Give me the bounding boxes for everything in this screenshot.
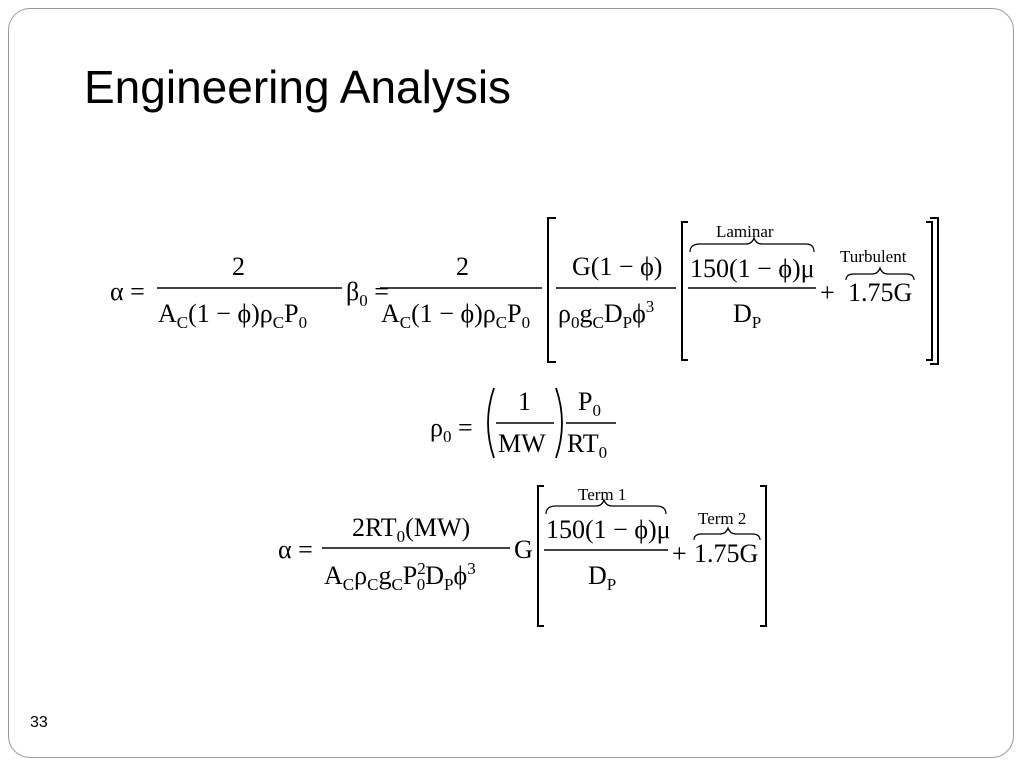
svg-text:MW: MW: [498, 429, 546, 458]
svg-text:1: 1: [518, 387, 531, 416]
svg-text:DP: DP: [733, 299, 761, 332]
svg-text:ρ0 =: ρ0 =: [430, 413, 473, 446]
svg-text:150(1 − ϕ)μ: 150(1 − ϕ)μ: [690, 254, 815, 283]
svg-text:150(1 − ϕ)μ: 150(1 − ϕ)μ: [546, 515, 671, 544]
equation-alpha-beta: α = 2 AC(1 − ϕ)ρCP0 β0 = 2 AC(1 − ϕ)ρCP0…: [110, 217, 939, 365]
svg-text:AC(1 − ϕ)ρCP0: AC(1 − ϕ)ρCP0: [158, 299, 307, 332]
laminar-label: Laminar: [716, 222, 774, 241]
page-number: 33: [30, 714, 48, 731]
term2-label: Term 2: [698, 509, 746, 528]
svg-text:1.75G: 1.75G: [694, 539, 758, 568]
svg-text:α =: α =: [278, 535, 313, 564]
svg-text:AC(1 − ϕ)ρCP0: AC(1 − ϕ)ρCP0: [381, 299, 530, 332]
svg-text:P0: P0: [578, 387, 601, 420]
svg-text:+: +: [820, 278, 835, 307]
svg-text:+: +: [672, 539, 687, 568]
svg-text:1.75G: 1.75G: [848, 278, 912, 307]
svg-text:2: 2: [232, 252, 245, 281]
equation-rho0: ρ0 = 1 MW P0 RT0: [430, 387, 616, 462]
svg-text:2RT0(MW): 2RT0(MW): [352, 513, 470, 546]
svg-text:α =: α =: [110, 277, 145, 306]
svg-text:G(1 − ϕ): G(1 − ϕ): [572, 252, 662, 281]
svg-text:ρ0gCDPϕ3: ρ0gCDPϕ3: [558, 297, 654, 332]
svg-text:DP: DP: [588, 561, 616, 594]
slide-title: Engineering Analysis: [84, 61, 512, 113]
svg-text:G: G: [514, 535, 533, 564]
svg-text:β0 =: β0 =: [346, 277, 389, 310]
turbulent-label: Turbulent: [840, 247, 907, 266]
svg-text:2: 2: [456, 252, 469, 281]
svg-text:RT0: RT0: [567, 429, 607, 462]
slide-frame: [8, 8, 1014, 758]
term1-label: Term 1: [578, 485, 626, 504]
